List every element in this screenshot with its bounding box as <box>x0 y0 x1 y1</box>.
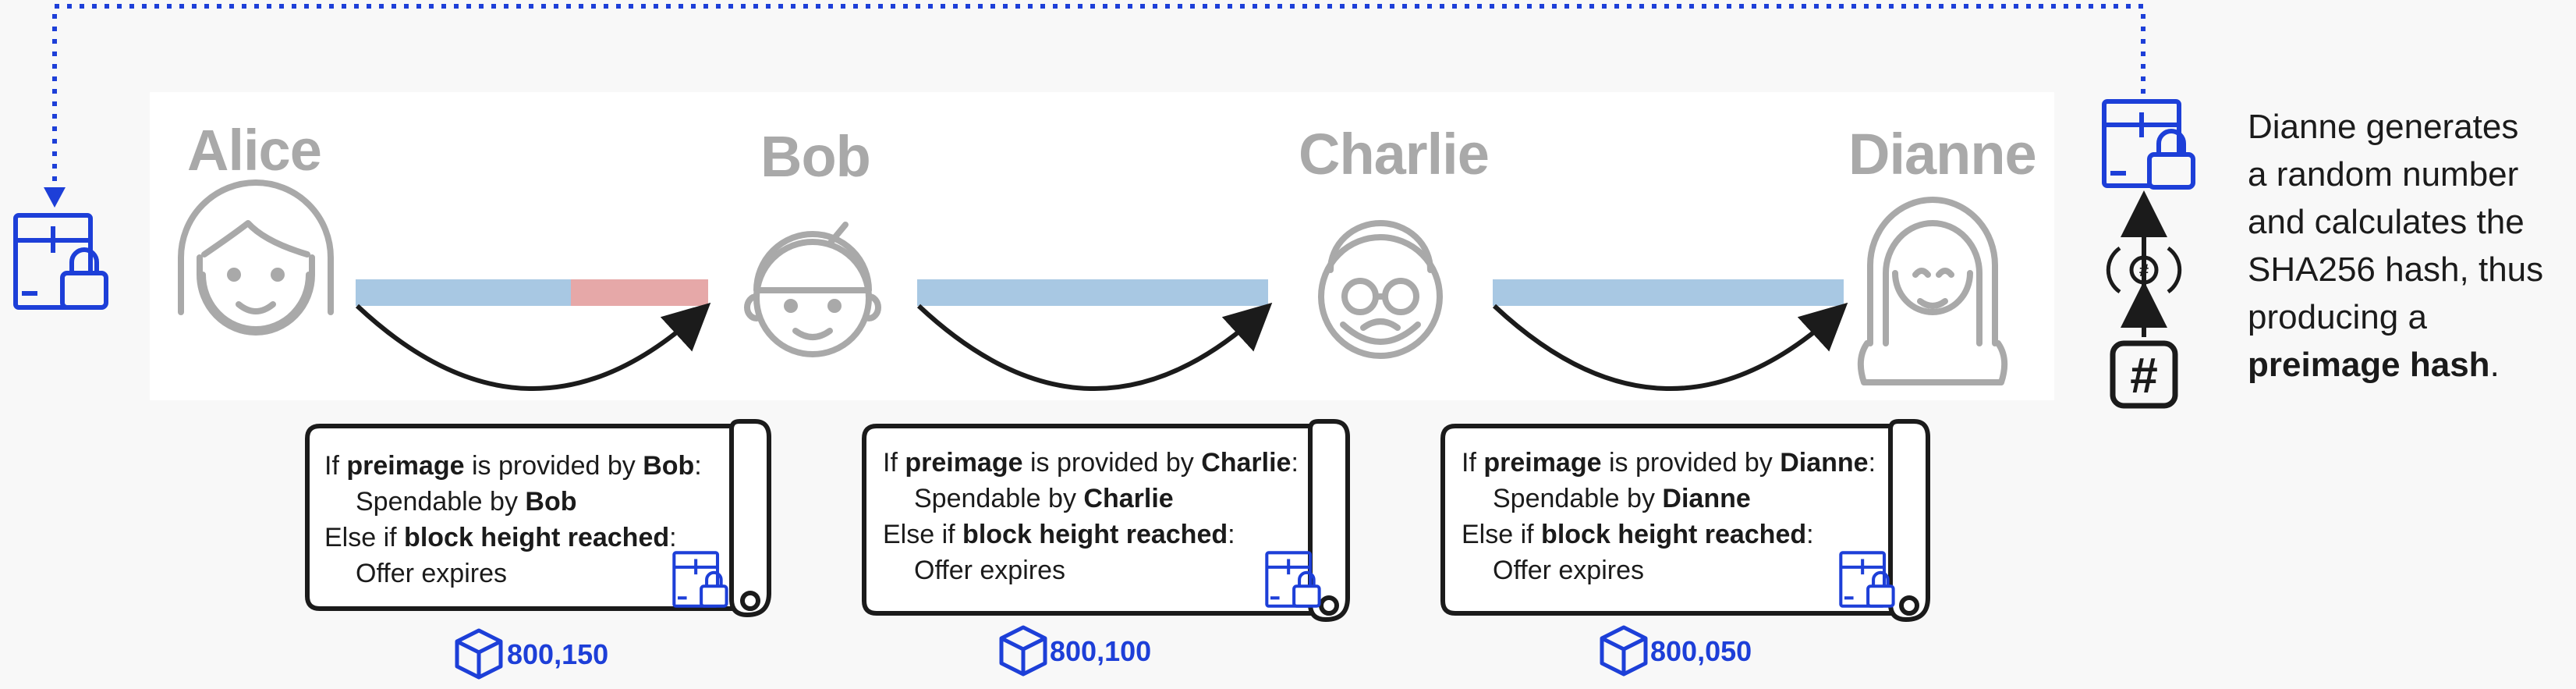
scroll-icon <box>862 419 1350 622</box>
hash-small-icon <box>2106 246 2182 294</box>
description-line: preimage hash. <box>2248 341 2575 389</box>
contract-spend-line: Spendable by Dianne <box>1493 484 1751 513</box>
contract-else-line: Else if block height reached: <box>1462 520 1814 549</box>
contract-spend-line: Spendable by Charlie <box>914 484 1174 513</box>
block-height-label: 800,100 <box>1050 635 1152 667</box>
contract-text-dianne: If preimage is provided by Dianne: Spend… <box>1462 445 1876 588</box>
contract-else-line: Else if block height reached: <box>324 523 677 552</box>
contract-text-charlie: If preimage is provided by Charlie: Spen… <box>883 445 1299 588</box>
lockbox-icon <box>13 213 108 310</box>
block-height-label: 800,150 <box>507 638 609 670</box>
contract-spend-line: Spendable by Bob <box>356 487 577 517</box>
description-line: SHA256 hash, thus <box>2248 250 2544 289</box>
description-line: Dianne generates <box>2248 108 2519 146</box>
description-bold: preimage hash <box>2248 346 2490 384</box>
participants-panel <box>150 92 2054 400</box>
channel-bar-blue <box>356 279 571 306</box>
channel-bar-blue <box>1493 279 1844 306</box>
block-icon <box>1600 625 1648 677</box>
contract-expires-line: Offer expires <box>356 559 508 588</box>
contract-if-line: If preimage is provided by Charlie: <box>883 448 1299 478</box>
block-icon <box>455 628 503 680</box>
contract-if-line: If preimage is provided by Bob: <box>324 451 702 481</box>
lockbox-icon <box>1839 551 1895 608</box>
lockbox-icon <box>1265 551 1321 608</box>
description-line: producing a <box>2248 298 2427 336</box>
scroll-icon <box>1440 419 1930 622</box>
description-line: and calculates the <box>2248 203 2525 241</box>
participant-name-dianne: Dianne <box>1848 122 2037 186</box>
channel-bar-blue <box>917 279 1268 306</box>
channel-bar-red <box>571 279 708 306</box>
contract-expires-line: Offer expires <box>914 556 1066 585</box>
dotted-loop-arrowhead <box>44 187 66 208</box>
block-height-label: 800,050 <box>1650 635 1752 667</box>
contract-text-bob: If preimage is provided by Bob: Spendabl… <box>324 448 702 591</box>
description-line: a random number <box>2248 155 2519 194</box>
person-icon <box>178 179 334 336</box>
contract-if-line: If preimage is provided by Dianne: <box>1462 448 1876 478</box>
hash-symbol: # <box>2130 347 2158 403</box>
hash-small-symbol: # <box>2139 261 2149 280</box>
scroll-icon <box>305 419 771 617</box>
participant-name-charlie: Charlie <box>1299 122 1490 186</box>
arrow-icon <box>916 302 1273 391</box>
person-icon <box>1318 220 1443 359</box>
dotted-loop-line <box>52 4 2145 197</box>
hash-icon <box>2110 340 2178 409</box>
contract-else-line: Else if block height reached: <box>883 520 1235 549</box>
lockbox-icon <box>672 551 728 608</box>
person-icon <box>1857 197 2008 385</box>
arrow-icon <box>1492 302 1848 391</box>
participant-name-bob: Bob <box>760 124 871 189</box>
participant-name-alice: Alice <box>187 118 322 183</box>
person-icon <box>744 222 881 357</box>
arrow-icon <box>355 302 711 391</box>
preimage-description: Dianne generates a random number and cal… <box>2248 103 2575 389</box>
contract-expires-line: Offer expires <box>1493 556 1645 585</box>
lockbox-icon <box>2102 99 2195 190</box>
description-end: . <box>2489 346 2500 384</box>
block-icon <box>999 625 1047 677</box>
